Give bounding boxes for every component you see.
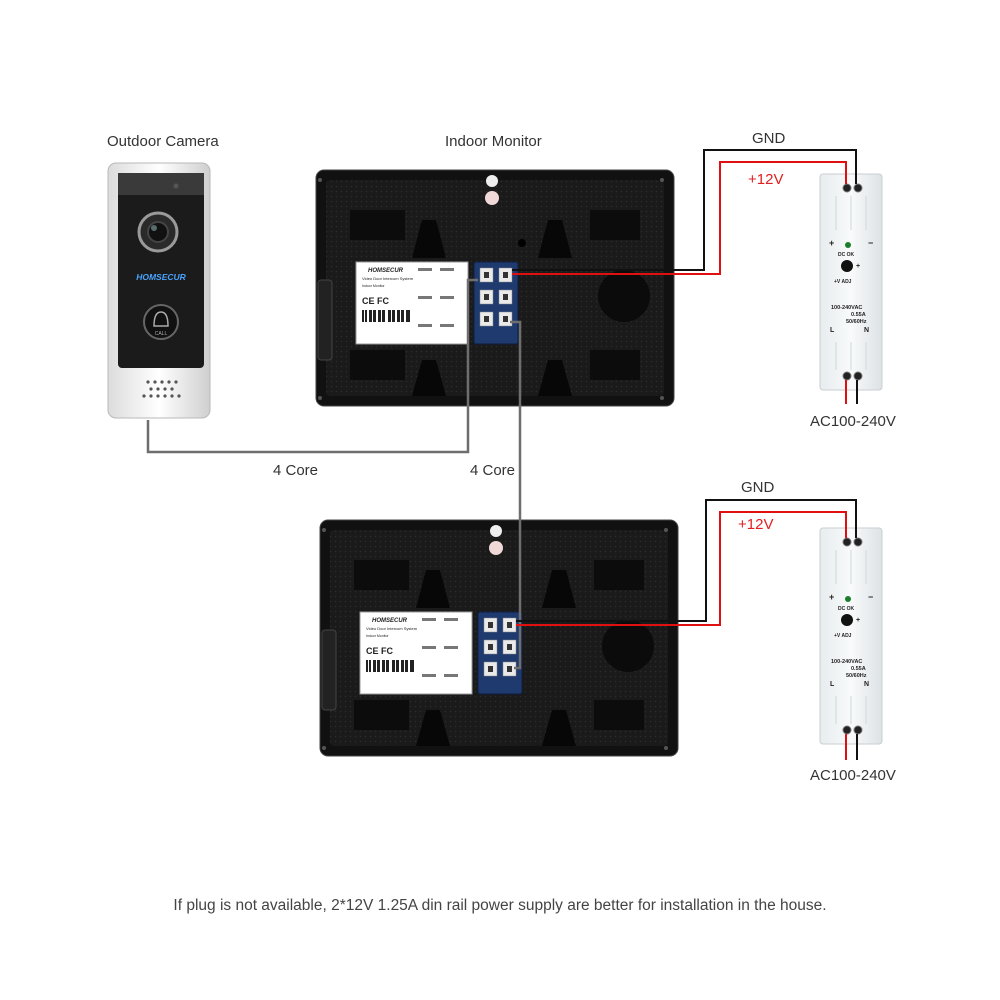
monitor2-sticker-marks: CE FC: [366, 646, 394, 656]
psu2-dc-ok: DC OK: [838, 606, 855, 612]
psu2-plus: +: [829, 592, 834, 602]
plus12v-label-top: +12V: [748, 171, 784, 188]
psu1-input-line2: 0.55A: [851, 312, 866, 318]
psu1-l: L: [830, 327, 835, 334]
power-supply-top: + − DC OK + +V ADJ 100-240VAC 0.55A 50/6…: [819, 173, 883, 391]
outdoor-camera-label: Outdoor Camera: [107, 133, 219, 150]
ac-input-label-top: AC100-240V: [810, 413, 896, 430]
gnd-label-top: GND: [752, 130, 786, 147]
outdoor-camera: HOMSECUR CALL: [107, 162, 211, 419]
wire-gnd-top: [512, 149, 857, 271]
psu1-input-line3: 50/60Hz: [846, 319, 867, 325]
four-core-label-left: 4 Core: [273, 462, 319, 479]
wire-gnd-bottom: [516, 499, 857, 622]
bell-icon: [153, 311, 169, 327]
psu1-minus: −: [868, 238, 873, 248]
psu2-input-line3: 50/60Hz: [846, 673, 867, 679]
wire-12v-top: [512, 161, 847, 275]
psu2-l: L: [830, 681, 835, 688]
monitor-sticker-product: Video Door Intercom System: [362, 276, 414, 281]
monitor2-sticker-brand: HOMSECUR: [372, 618, 408, 624]
psu1-dc-ok: DC OK: [838, 252, 855, 258]
monitor-sticker-marks: CE FC: [362, 296, 390, 306]
psu2-input-line1: 100-240VAC: [831, 659, 862, 665]
camera-brand: HOMSECUR: [136, 272, 186, 282]
psu2-adjust-knob-icon: [841, 614, 853, 626]
psu1-n: N: [864, 327, 869, 334]
indoor-monitor-bottom: HOMSECUR Video Door Intercom System Indo…: [319, 519, 679, 757]
psu1-led-icon: [845, 242, 851, 248]
psu1-v-adj: +V ADJ: [834, 279, 852, 285]
wires: [146, 149, 858, 760]
camera-call-text: CALL: [155, 331, 168, 337]
monitor-sticker-brand: HOMSECUR: [368, 268, 404, 274]
caption: If plug is not available, 2*12V 1.25A di…: [173, 897, 827, 914]
psu2-minus: −: [868, 592, 873, 602]
four-core-label-right: 4 Core: [470, 462, 516, 479]
gnd-label-bottom: GND: [741, 479, 775, 496]
plus12v-label-bottom: +12V: [738, 516, 774, 533]
psu2-knob-plus: +: [856, 617, 860, 624]
monitor2-sticker-model: Indoor Monitor: [366, 634, 389, 638]
wire-12v-bottom: [516, 511, 847, 626]
monitor-sticker-model: Indoor Monitor: [362, 284, 385, 288]
wire-4core-camera: [146, 278, 478, 454]
psu2-v-adj: +V ADJ: [834, 633, 852, 639]
psu1-plus: +: [829, 238, 834, 248]
psu1-adjust-knob-icon: [841, 260, 853, 272]
indoor-monitor-label: Indoor Monitor: [445, 133, 542, 150]
ac-input-label-bottom: AC100-240V: [810, 767, 896, 784]
psu1-knob-plus: +: [856, 263, 860, 270]
psu2-input-line2: 0.55A: [851, 666, 866, 672]
wire-4core-monitors: [510, 320, 522, 670]
monitor2-sticker-product: Video Door Intercom System: [366, 626, 418, 631]
indoor-monitor-top: HOMSECUR Video Door Intercom System Indo…: [315, 169, 675, 407]
psu1-input-line1: 100-240VAC: [831, 305, 862, 311]
psu2-led-icon: [845, 596, 851, 602]
power-supply-bottom: + − DC OK + +V ADJ 100-240VAC 0.55A 50/6…: [819, 527, 883, 745]
psu2-n: N: [864, 681, 869, 688]
speaker-grille: [142, 380, 181, 398]
